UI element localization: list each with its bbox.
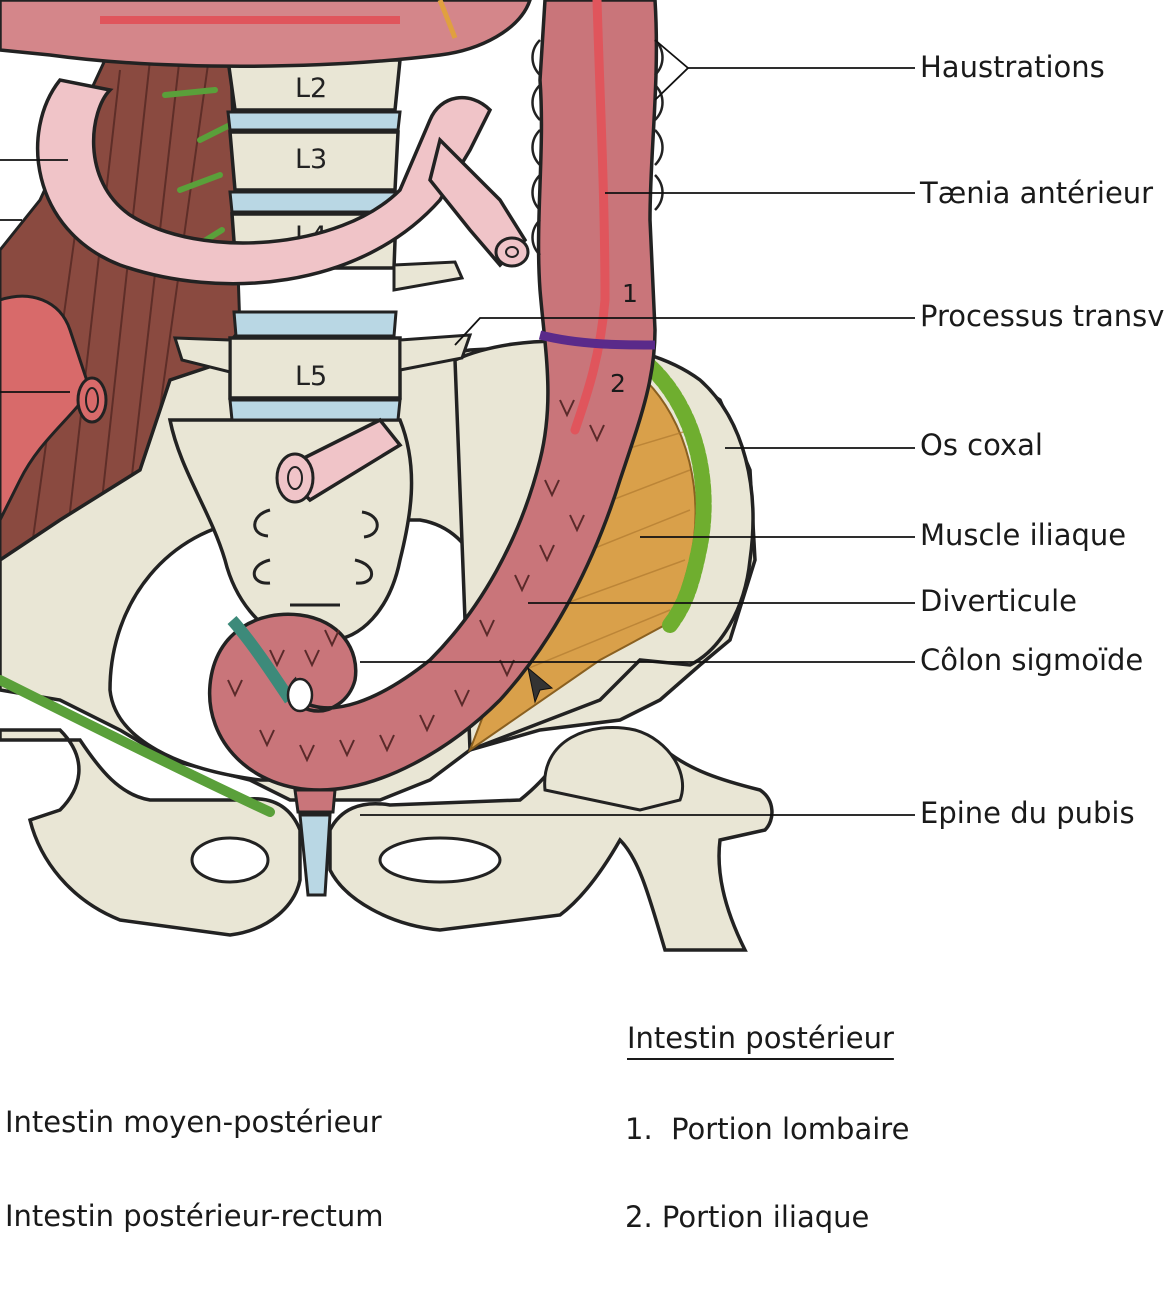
label-colon-sigmoide: Côlon sigmoïde bbox=[920, 643, 1144, 677]
disc-l5-s1 bbox=[228, 398, 402, 422]
label-haustrations: Haustrations bbox=[920, 50, 1105, 84]
ureter-stub-opening-inner bbox=[287, 466, 303, 490]
vertebra-label-l2: L2 bbox=[295, 73, 327, 104]
portion-boundary bbox=[538, 330, 656, 350]
obturator-foramen-left bbox=[190, 836, 270, 884]
legend-intestin-posterieur-rectum: Intestin postérieur-rectum bbox=[5, 1199, 384, 1233]
legend-portion-lombaire: 1. Portion lombaire bbox=[625, 1112, 910, 1146]
sigmoid-hatch-marks bbox=[227, 399, 605, 763]
label-taenia-anterieur: Tænia antérieur bbox=[920, 176, 1154, 210]
mouse-cursor-icon bbox=[527, 666, 554, 704]
ureter-loop bbox=[35, 78, 493, 286]
portion-marker-2: 2 bbox=[610, 369, 626, 398]
sigmoid-teal-band bbox=[227, 615, 295, 704]
ureter-opening-inner bbox=[505, 246, 519, 258]
label-processus-transverse: Processus transv bbox=[920, 299, 1165, 333]
pubic-bone-left bbox=[0, 728, 302, 937]
obturator-foramen-right bbox=[378, 836, 502, 884]
pubic-symphysis bbox=[298, 813, 332, 897]
legend-portion-iliaque: 2. Portion iliaque bbox=[625, 1200, 870, 1234]
artery-cross-section-inner bbox=[85, 387, 99, 413]
vertebra-l3 bbox=[228, 130, 400, 192]
legend-title-intestin-posterieur: Intestin postérieur bbox=[627, 1021, 894, 1055]
haustration-bumps bbox=[531, 39, 664, 256]
descending-colon bbox=[207, 0, 659, 792]
transverse-process-l5-right bbox=[398, 333, 473, 372]
sigmoid-lumen bbox=[286, 677, 314, 713]
label-diverticule: Diverticule bbox=[920, 584, 1077, 618]
transverse-process-l5-left bbox=[172, 336, 232, 374]
transverse-colon-orange bbox=[437, 0, 458, 39]
leader-processus bbox=[454, 317, 915, 346]
sacral-foramina bbox=[252, 508, 379, 607]
femur-head bbox=[543, 726, 685, 812]
vertebra-label-l5: L5 bbox=[295, 361, 327, 392]
label-os-coxal: Os coxal bbox=[920, 428, 1043, 462]
disc-l2-l3 bbox=[226, 110, 402, 132]
rectum-stub bbox=[293, 788, 337, 814]
legend-intestin-moyen-posterieur: Intestin moyen-postérieur bbox=[5, 1105, 382, 1139]
inguinal-ligament bbox=[0, 675, 275, 817]
leader-lines bbox=[0, 39, 915, 816]
diverticule-fringe bbox=[637, 354, 712, 633]
portion-marker-1: 1 bbox=[622, 279, 638, 308]
ureter-stub-opening bbox=[275, 452, 315, 504]
taenia-stripe bbox=[570, 0, 610, 435]
ureter-tube-right bbox=[428, 136, 528, 268]
ureter-opening bbox=[494, 236, 530, 268]
label-epine-du-pubis: Epine du pubis bbox=[920, 796, 1135, 830]
transverse-process-l4 bbox=[392, 260, 465, 292]
label-muscle-iliaque: Muscle iliaque bbox=[920, 518, 1127, 552]
vertebra-l5 bbox=[228, 336, 402, 400]
vertebra-label-l3: L3 bbox=[295, 144, 327, 175]
disc-l4-l5 bbox=[232, 310, 398, 338]
artery-cross-section bbox=[76, 376, 108, 424]
